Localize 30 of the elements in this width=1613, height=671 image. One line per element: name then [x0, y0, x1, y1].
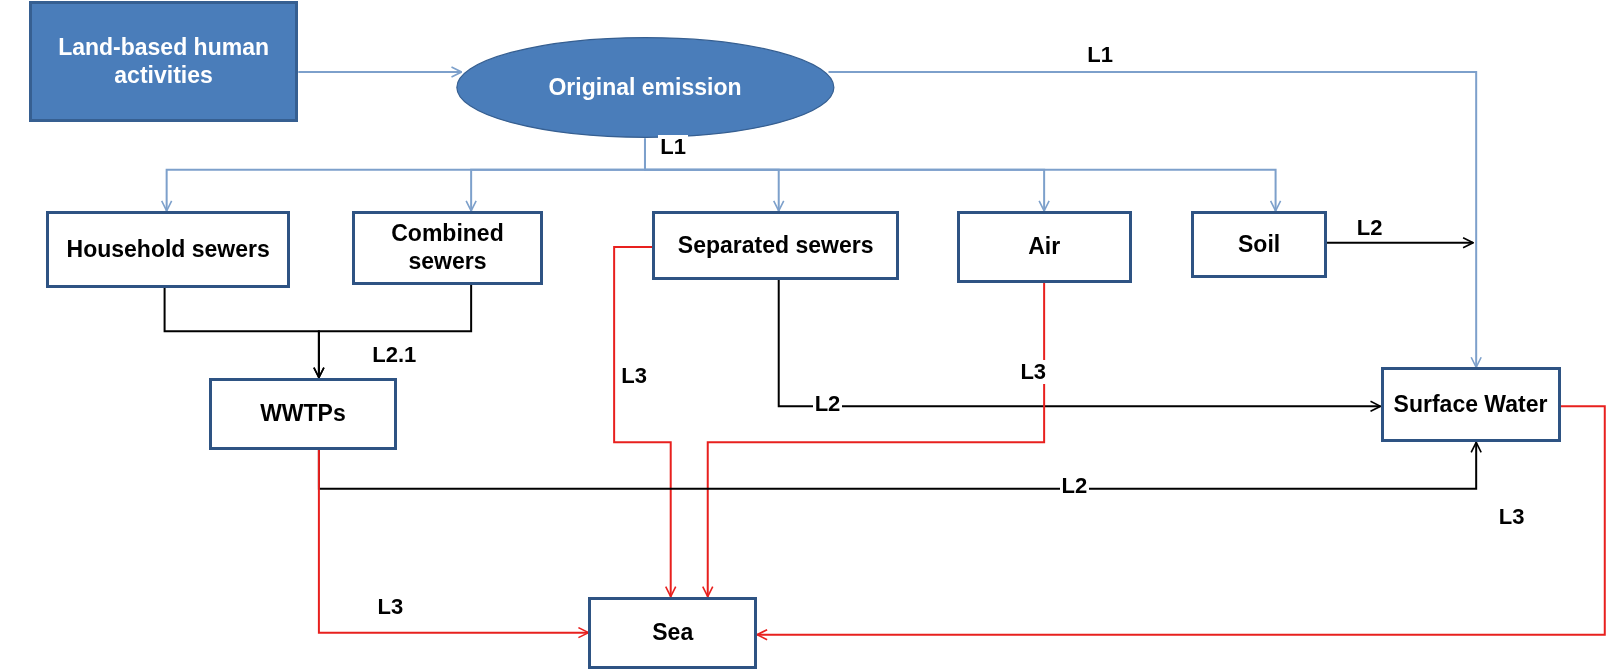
process-box [1191, 210, 1327, 278]
node-label: Sea [652, 618, 694, 647]
arrow [317, 441, 1482, 490]
process-box [46, 210, 291, 288]
node-label: Combined sewers [390, 220, 505, 276]
arrow [613, 245, 677, 598]
node-label: Air [1028, 233, 1061, 261]
arrow [756, 405, 1606, 641]
node-label: WWTPs [260, 399, 346, 428]
process-box [351, 210, 544, 285]
process-box [956, 210, 1132, 283]
process-box [1380, 367, 1561, 443]
node-label: Original emission [548, 73, 742, 102]
arrow [827, 71, 1482, 369]
arrow [297, 66, 463, 78]
node-label: Land-based human activities [57, 34, 270, 90]
arrow [701, 281, 1046, 598]
node-label: Soil [1238, 230, 1281, 259]
process-box [588, 596, 758, 669]
process-box [208, 377, 398, 450]
edge-label: L3 [1018, 360, 1049, 385]
arrow [1326, 236, 1475, 249]
node-label: Household sewers [66, 235, 270, 264]
process-box [652, 210, 900, 280]
node-label: Surface Water [1393, 391, 1548, 419]
arrow [317, 448, 590, 639]
activity-box [28, 1, 299, 123]
arrow [777, 278, 1382, 413]
node-label: Separated sewers [677, 231, 874, 260]
arrow [313, 283, 473, 379]
